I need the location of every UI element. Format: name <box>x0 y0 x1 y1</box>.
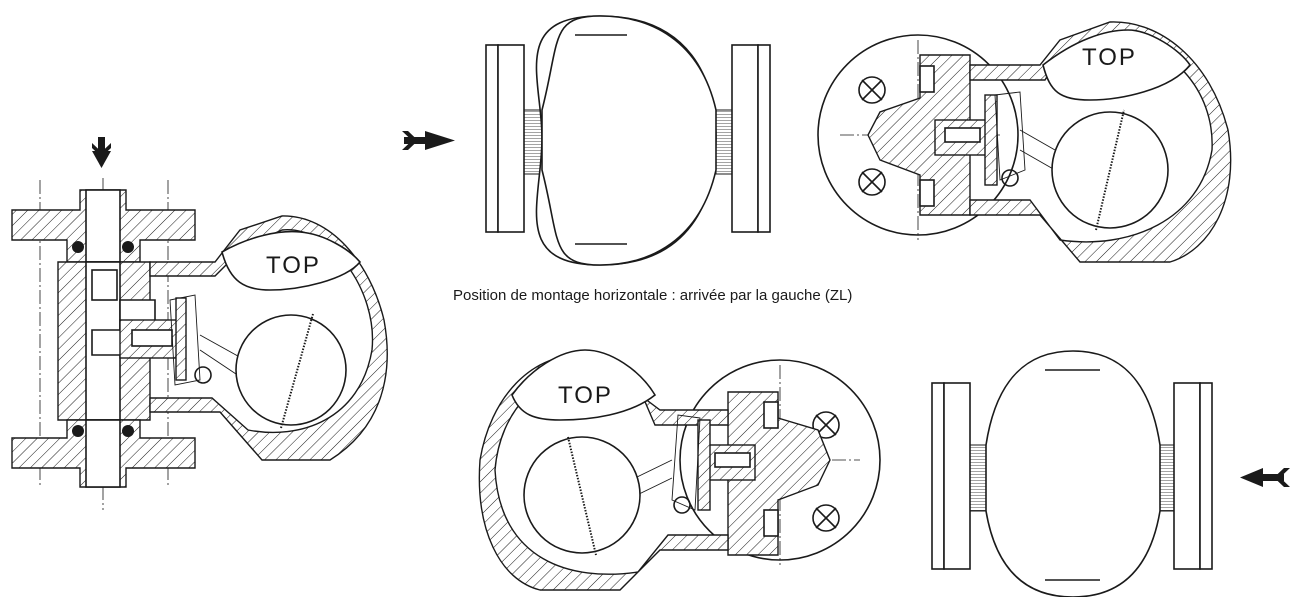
section-view-top: TOP <box>817 21 1232 263</box>
top-label: TOP <box>558 382 613 409</box>
valve-mechanism <box>934 91 1056 187</box>
valve-mechanism <box>634 414 756 514</box>
top-label: TOP <box>266 252 321 279</box>
float-ball <box>1051 109 1169 231</box>
flow-arrow-right-icon <box>402 131 455 150</box>
front-view-right-inlet <box>931 350 1290 597</box>
float-ball <box>235 313 347 429</box>
front-view-left-inlet <box>402 15 771 266</box>
flow-arrow-down-icon <box>92 137 111 168</box>
float-ball <box>523 436 641 556</box>
top-label: TOP <box>1082 44 1137 71</box>
vertical-section-view: TOP <box>11 137 388 510</box>
figure-caption: Position de montage horizontale : arrivé… <box>453 287 853 304</box>
flow-arrow-left-icon <box>1240 468 1290 487</box>
section-view-bottom: TOP <box>478 349 881 591</box>
valve-mechanism <box>119 294 246 386</box>
